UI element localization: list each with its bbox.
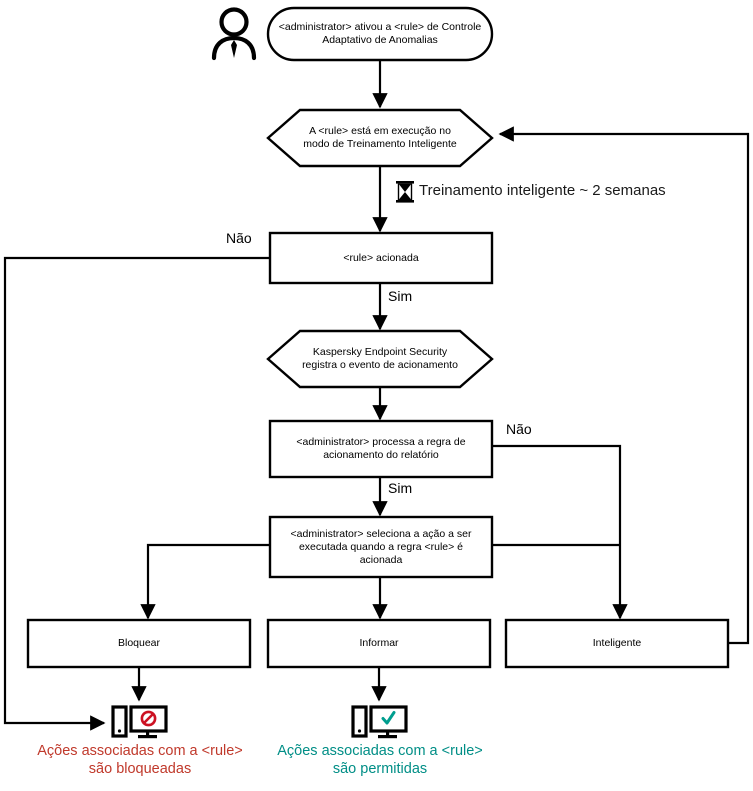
node-action-block — [26, 618, 252, 669]
edge-label-yes-rule-triggered: Sim — [388, 288, 413, 304]
edge-label-no-admin-processes: Não — [506, 421, 532, 437]
edge-label-no-rule-triggered: Não — [226, 230, 252, 246]
node-admin-processes — [268, 419, 494, 479]
hourglass-icon — [396, 181, 414, 203]
edge-no-admin-processes-to-smart — [492, 444, 628, 620]
node-kes-registers — [266, 329, 494, 389]
computer-blocked-icon — [111, 705, 168, 739]
edge-no-rule-triggered-to-blocked — [3, 256, 270, 731]
node-smart-training-check — [266, 108, 494, 168]
node-action-smart — [504, 618, 730, 669]
person-icon — [211, 7, 257, 61]
edge-label-yes-admin-processes: Sim — [388, 480, 413, 496]
node-action-inform — [266, 618, 492, 669]
outcome-allowed-line2: são permitidas — [332, 761, 428, 777]
node-admin-selects — [268, 515, 494, 579]
computer-allowed-icon — [351, 705, 408, 739]
outcome-blocked-line1: Ações associadas com a <rule> — [37, 743, 243, 759]
edge-selects-to-block — [140, 543, 270, 620]
node-rule-triggered — [268, 231, 494, 285]
outcome-allowed-line1: Ações associadas com a <rule> — [277, 743, 483, 759]
node-start — [266, 6, 494, 62]
outcome-blocked-line2: são bloqueadas — [88, 761, 192, 777]
edge-smart-loop-back — [498, 126, 750, 645]
smart-training-duration-note: Treinamento inteligente ~ 2 semanas — [419, 182, 666, 199]
